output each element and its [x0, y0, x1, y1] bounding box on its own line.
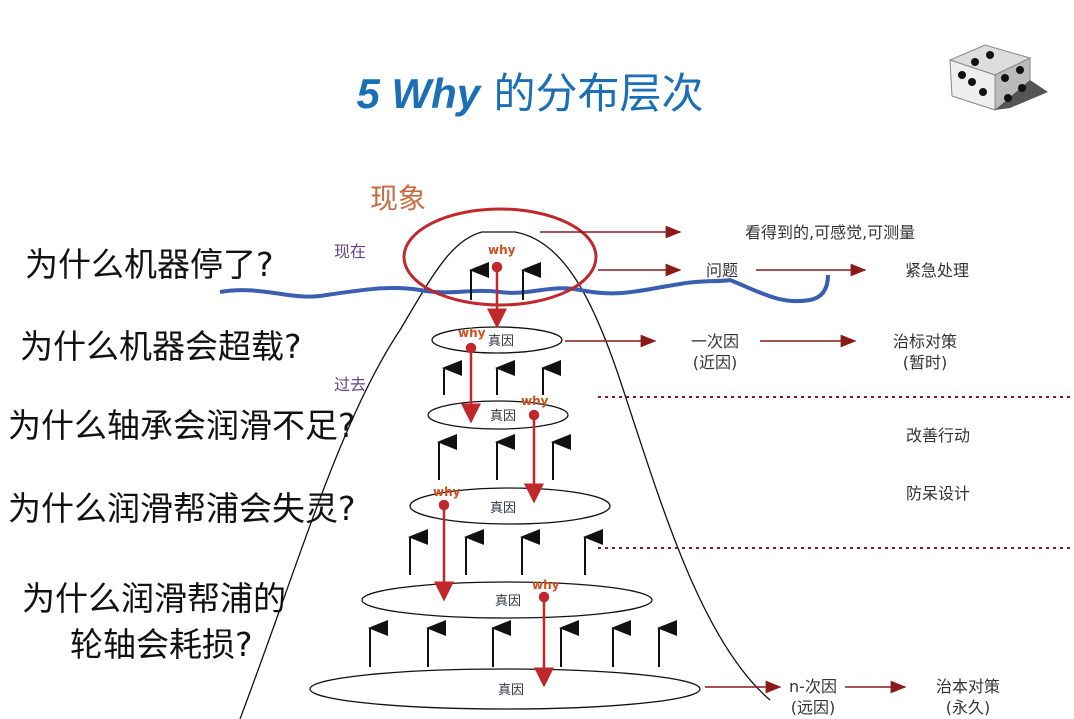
- flow-arrows: [540, 225, 907, 694]
- dice-icon: [948, 44, 1048, 111]
- temp-fix-sub: (暂时): [903, 353, 948, 372]
- why-label: why: [458, 326, 486, 340]
- question-2: 为什么机器会超载?: [20, 327, 302, 366]
- nth-cause-label: n-次因: [789, 677, 837, 696]
- question-1: 为什么机器停了?: [25, 245, 274, 284]
- urgent-label: 紧急处理: [905, 261, 969, 280]
- phenomenon-label: 现象: [370, 182, 426, 215]
- true-cause-label: 真因: [495, 594, 521, 609]
- true-cause-label: 真因: [490, 501, 516, 516]
- why-label: why: [532, 578, 560, 592]
- true-cause-label: 真因: [488, 334, 514, 349]
- past-label: 过去: [334, 375, 366, 394]
- phenomenon-ellipse: [402, 207, 598, 307]
- improve-label: 改善行动: [906, 426, 970, 445]
- mountain-outline: [239, 231, 771, 719]
- question-5-line-1: 为什么润滑帮浦的: [22, 579, 286, 618]
- now-label: 现在: [334, 242, 366, 261]
- cause-layer-2: [427, 400, 569, 430]
- question-3: 为什么轴承会润滑不足?: [8, 406, 356, 445]
- cause-layer-3: [409, 487, 611, 525]
- why-label: why: [521, 394, 549, 408]
- question-5-line-2: 轮轴会耗损?: [70, 625, 253, 664]
- nth-cause-sub: (远因): [791, 698, 836, 717]
- true-cause-label: 真因: [498, 683, 524, 698]
- primary-cause-label: 一次因: [691, 332, 739, 351]
- primary-cause-sub: (近因): [693, 353, 738, 372]
- why-label: why: [488, 243, 516, 257]
- visible-label: 看得到的,可感觉,可测量: [745, 223, 915, 242]
- perm-fix-sub: (永久): [946, 698, 991, 717]
- temp-fix-label: 治标对策: [893, 332, 957, 351]
- foolproof-label: 防呆设计: [906, 484, 970, 503]
- cause-layer-4: [361, 581, 653, 619]
- why-label: why: [433, 485, 461, 499]
- question-4: 为什么润滑帮浦会失灵?: [8, 489, 356, 528]
- water-line: [219, 274, 830, 303]
- page-title: 5 Why 的分布层次: [356, 69, 703, 118]
- true-cause-label: 真因: [490, 409, 516, 424]
- upward-arrows: [368, 262, 677, 667]
- problem-label: 问题: [706, 261, 738, 280]
- perm-fix-label: 治本对策: [936, 677, 1000, 696]
- cause-layer-5: [309, 668, 701, 710]
